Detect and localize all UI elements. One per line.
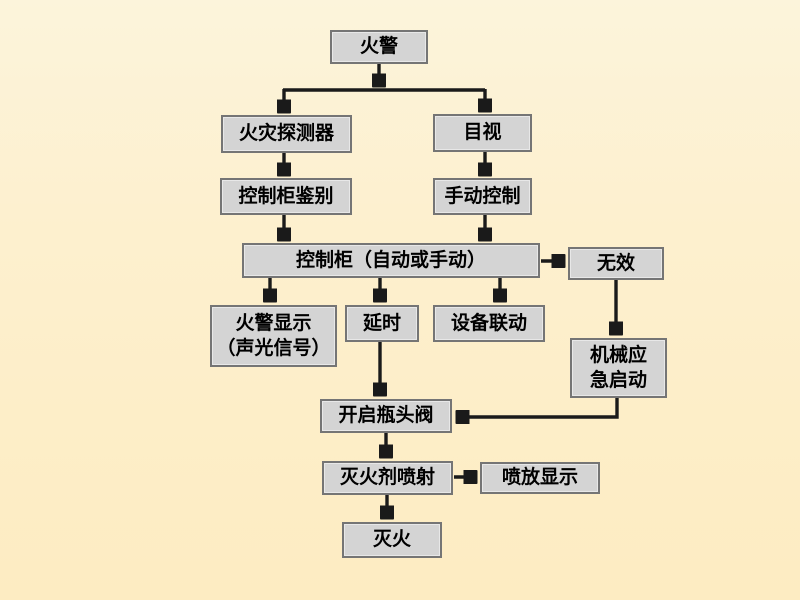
node-control-cabinet: 控制柜（自动或手动） — [242, 243, 540, 278]
node-alarm-display: 火警显示 （声光信号） — [210, 305, 337, 367]
node-visual: 目视 — [433, 114, 532, 152]
node-delay: 延时 — [345, 305, 419, 342]
node-extinguish: 灭火 — [342, 522, 442, 558]
node-agent-spray: 灭火剂喷射 — [322, 461, 453, 495]
node-fire-alarm: 火警 — [330, 30, 428, 64]
node-mechanical-emergency: 机械应 急启动 — [570, 338, 667, 398]
node-invalid: 无效 — [568, 247, 664, 280]
node-equipment-linkage: 设备联动 — [433, 305, 545, 342]
node-cabinet-identify: 控制柜鉴别 — [220, 178, 352, 215]
node-discharge-display: 喷放显示 — [480, 462, 600, 494]
node-fire-detector: 火灾探测器 — [221, 115, 352, 153]
node-open-valve: 开启瓶头阀 — [320, 399, 452, 433]
arrow-mechanical-to-valve — [456, 398, 619, 417]
node-manual-control: 手动控制 — [433, 178, 532, 215]
